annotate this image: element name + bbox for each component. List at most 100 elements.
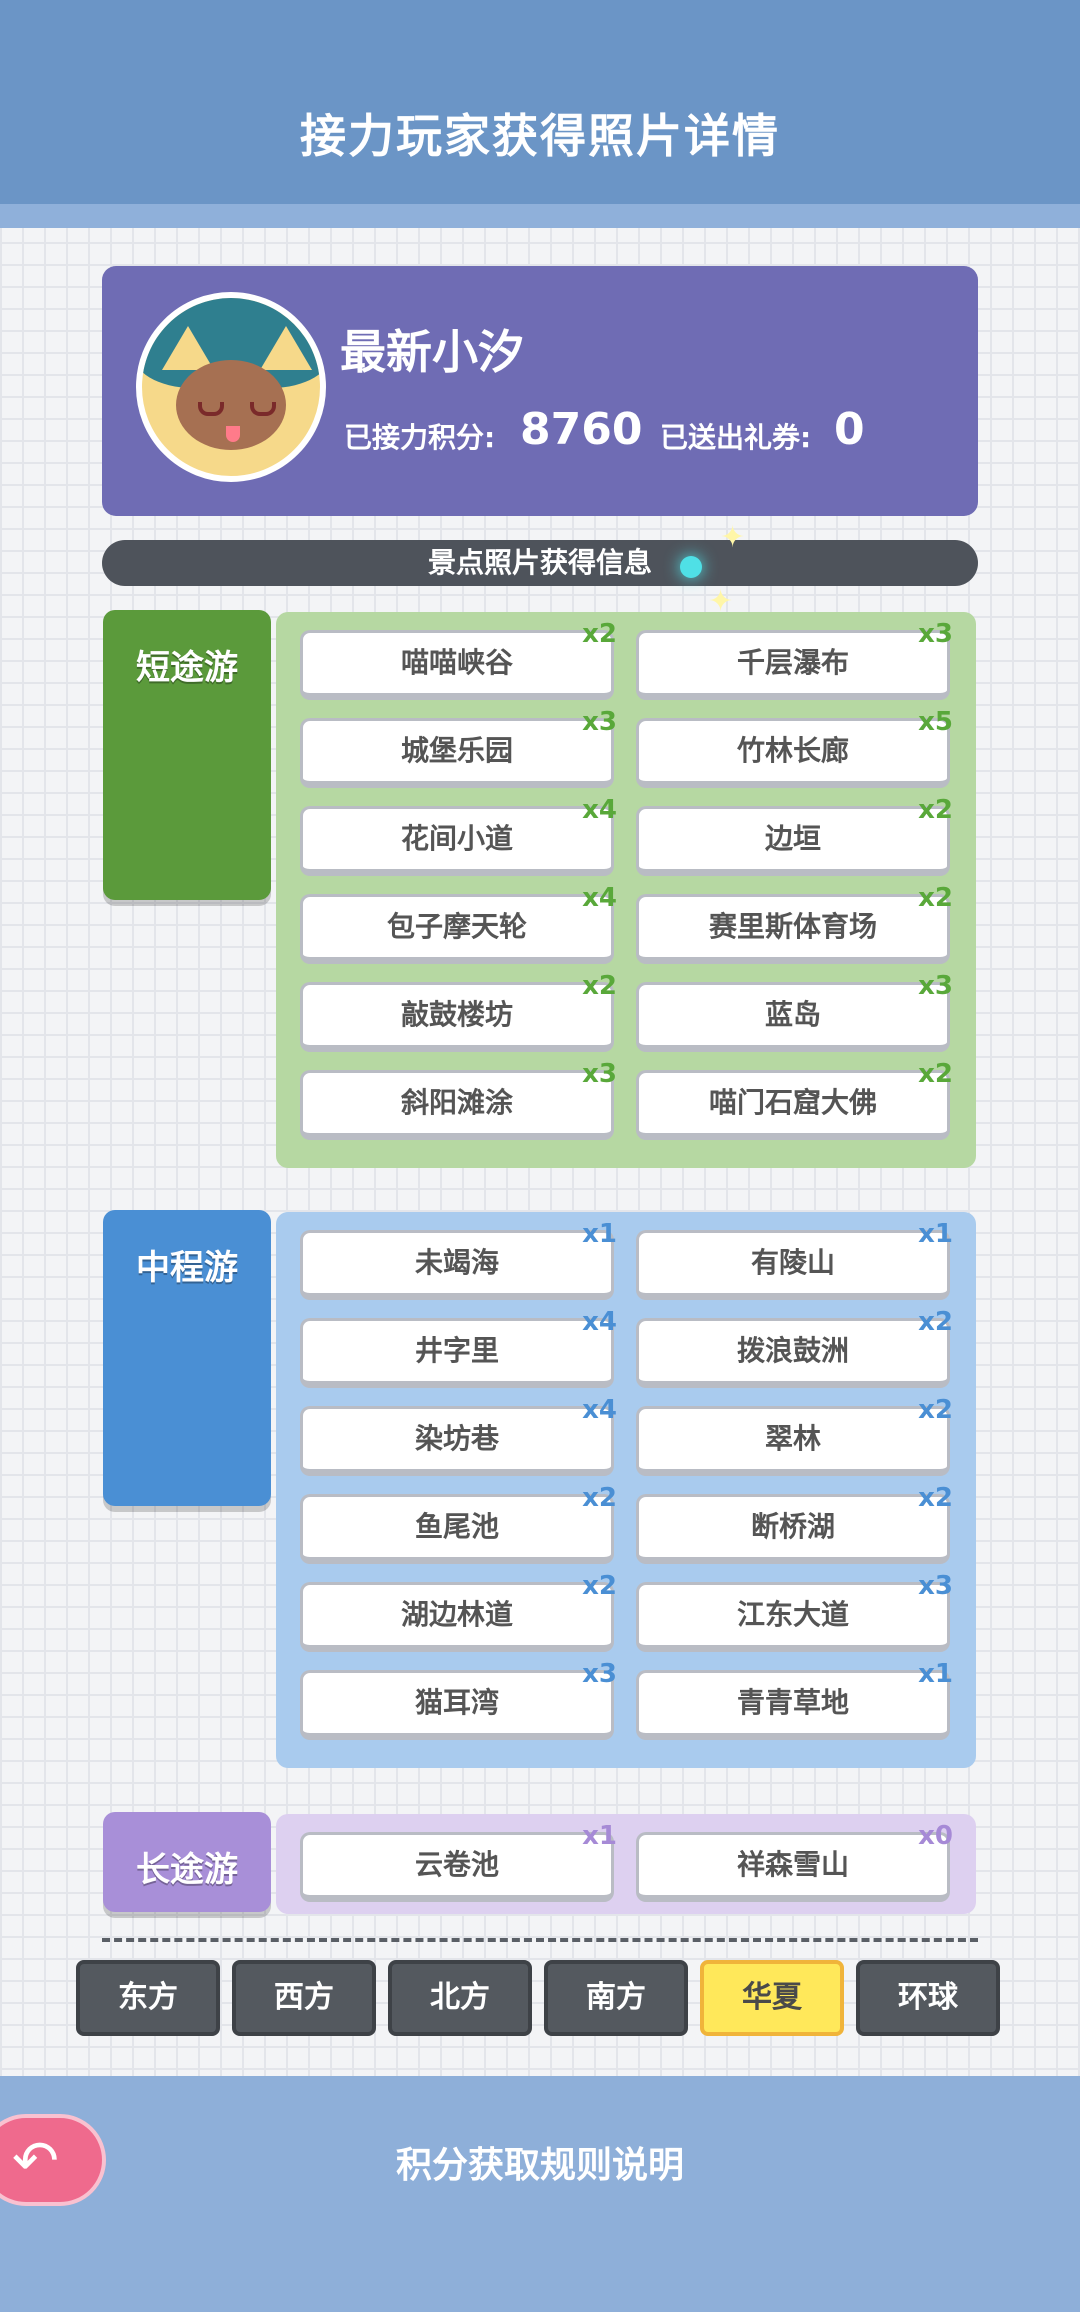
player-profile-card: 最新小汐 已接力积分: 8760 已送出礼券: 0 [102, 266, 978, 516]
spot-name: 城堡乐园 [400, 734, 513, 767]
category-label: 中程游 [136, 1248, 238, 1288]
category-label: 短途游 [136, 648, 238, 688]
back-button[interactable]: ↶ [0, 2114, 106, 2206]
spot-name: 喵门石窟大佛 [708, 1086, 877, 1119]
spot-name: 拨浪鼓洲 [736, 1334, 849, 1367]
spot-button[interactable]: 喵门石窟大佛 x2 [636, 1059, 953, 1140]
points-rules-link[interactable]: 积分获取规则说明 [395, 2145, 684, 2186]
spot-count-badge: x5 [918, 707, 953, 737]
spot-name: 千层瀑布 [736, 646, 849, 679]
category-tab-long-trip[interactable]: 长途游 [103, 1812, 271, 1912]
spot-count-badge: x4 [582, 795, 617, 825]
spot-button[interactable]: 湖边林道 x2 [300, 1571, 617, 1652]
spot-name: 井字里 [414, 1334, 499, 1367]
region-tab[interactable]: 北方 [388, 1960, 532, 2036]
spot-name: 敲鼓楼坊 [400, 998, 513, 1031]
spot-count-badge: x2 [582, 971, 617, 1001]
spot-count-badge: x2 [918, 795, 953, 825]
coupons-value: 0 [834, 404, 865, 455]
spot-name: 染坊巷 [414, 1422, 499, 1455]
spot-button[interactable]: 斜阳滩涂 x3 [300, 1059, 617, 1140]
spot-count-badge: x1 [582, 1219, 617, 1249]
spot-count-badge: x3 [918, 971, 953, 1001]
spot-button[interactable]: 竹林长廊 x5 [636, 707, 953, 788]
spot-count-badge: x0 [918, 1821, 953, 1851]
category-tab-mid-trip[interactable]: 中程游 [103, 1210, 271, 1506]
footer-bar [0, 2076, 1080, 2312]
spot-count-badge: x2 [918, 1059, 953, 1089]
spot-count-badge: x1 [918, 1659, 953, 1689]
spot-name: 断桥湖 [750, 1510, 835, 1543]
spot-name: 赛里斯体育场 [708, 910, 877, 943]
spot-name: 边垣 [764, 822, 821, 855]
spot-button[interactable]: 翠林 x2 [636, 1395, 953, 1476]
spot-count-badge: x2 [582, 1571, 617, 1601]
spot-button[interactable]: 井字里 x4 [300, 1307, 617, 1388]
spot-count-badge: x3 [582, 1059, 617, 1089]
points-label: 已接力积分: [344, 421, 496, 454]
divider [102, 1938, 978, 1942]
spot-button[interactable]: 青青草地 x1 [636, 1659, 953, 1740]
spot-name: 斜阳滩涂 [400, 1086, 513, 1119]
spot-count-badge: x2 [582, 619, 617, 649]
sparkle-icon [680, 556, 702, 578]
spot-button[interactable]: 断桥湖 x2 [636, 1483, 953, 1564]
spot-button[interactable]: 祥森雪山 x0 [636, 1821, 953, 1902]
spot-name: 包子摩天轮 [386, 910, 527, 943]
spot-name: 蓝岛 [764, 998, 821, 1031]
spot-name: 翠林 [764, 1422, 821, 1455]
page-title: 接力玩家获得照片详情 [300, 109, 780, 163]
spot-button[interactable]: 染坊巷 x4 [300, 1395, 617, 1476]
spot-button[interactable]: 拨浪鼓洲 x2 [636, 1307, 953, 1388]
region-tab[interactable]: 东方 [76, 1960, 220, 2036]
username: 最新小汐 [340, 325, 524, 379]
category-label: 长途游 [136, 1850, 238, 1890]
spot-count-badge: x4 [582, 1307, 617, 1337]
spot-count-badge: x1 [918, 1219, 953, 1249]
spot-count-badge: x3 [582, 1659, 617, 1689]
region-tab[interactable]: 华夏 [700, 1960, 844, 2036]
spot-button[interactable]: 边垣 x2 [636, 795, 953, 876]
spot-name: 青青草地 [736, 1686, 849, 1719]
coupons-label: 已送出礼券: [660, 421, 812, 454]
spot-count-badge: x2 [918, 1395, 953, 1425]
spot-button[interactable]: 花间小道 x4 [300, 795, 617, 876]
spot-name: 江东大道 [736, 1598, 849, 1631]
points-value: 8760 [520, 404, 643, 455]
spot-name: 祥森雪山 [736, 1848, 849, 1881]
spot-button[interactable]: 城堡乐园 x3 [300, 707, 617, 788]
star-sparkle-icon: ✦ [720, 520, 746, 555]
region-tab[interactable]: 南方 [544, 1960, 688, 2036]
spot-count-badge: x2 [918, 1307, 953, 1337]
spot-count-badge: x3 [582, 707, 617, 737]
spot-count-badge: x2 [918, 1483, 953, 1513]
spot-name: 云卷池 [414, 1848, 499, 1881]
spot-name: 有陵山 [750, 1246, 835, 1279]
spot-button[interactable]: 蓝岛 x3 [636, 971, 953, 1052]
region-tab[interactable]: 环球 [856, 1960, 1000, 2036]
spot-name: 花间小道 [400, 822, 513, 855]
spot-count-badge: x4 [582, 1395, 617, 1425]
spot-count-badge: x2 [582, 1483, 617, 1513]
spot-count-badge: x2 [918, 883, 953, 913]
spot-button[interactable]: 有陵山 x1 [636, 1219, 953, 1300]
avatar[interactable] [136, 292, 326, 482]
category-tab-short-trip[interactable]: 短途游 [103, 610, 271, 900]
spot-name: 湖边林道 [400, 1598, 513, 1631]
spot-button[interactable]: 赛里斯体育场 x2 [636, 883, 953, 964]
spot-button[interactable]: 敲鼓楼坊 x2 [300, 971, 617, 1052]
header-bar: 接力玩家获得照片详情 [0, 0, 1080, 228]
spot-name: 竹林长廊 [736, 734, 849, 767]
region-tab[interactable]: 西方 [232, 1960, 376, 2036]
